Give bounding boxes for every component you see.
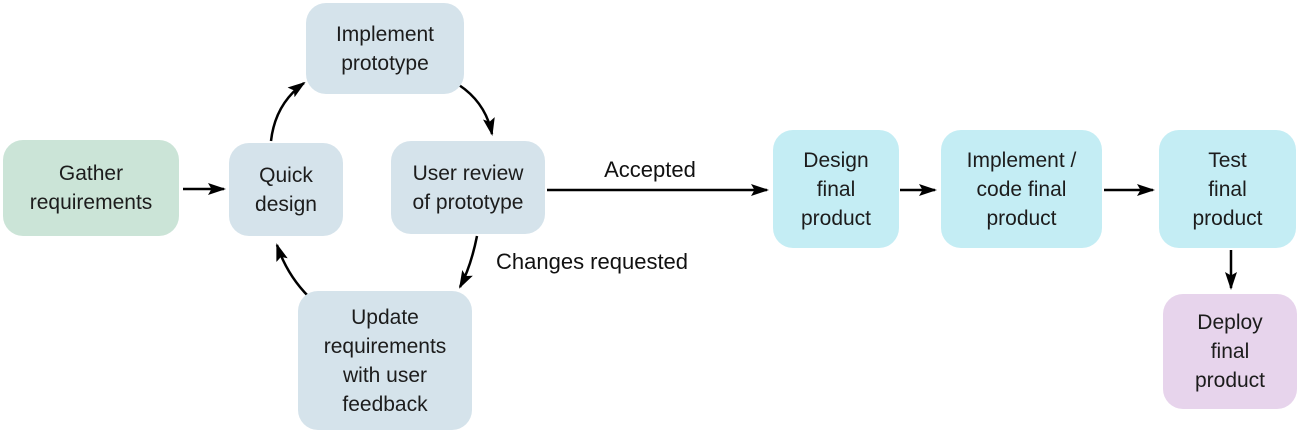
node-implement-prototype: Implement prototype — [306, 3, 464, 94]
node-quick-design: Quick design — [229, 143, 343, 236]
node-design-final-product: Design final product — [773, 130, 899, 248]
node-user-review-of-prototype: User review of prototype — [391, 141, 545, 234]
arrow-quick-design-to-implement-prototype — [269, 81, 306, 142]
node-implement-code-final-product: Implement / code final product — [941, 130, 1102, 248]
node-test-final-product: Test final product — [1159, 130, 1296, 248]
node-gather-requirements: Gather requirements — [3, 140, 179, 236]
node-update-requirements-with-user-feedback: Update requirements with user feedback — [298, 291, 472, 430]
arrow-update-requirements-to-quick-design — [275, 243, 310, 298]
arrow-implement-prototype-to-user-review — [458, 83, 495, 136]
node-deploy-final-product: Deploy final product — [1163, 294, 1297, 409]
edge-label-changes-requested: Changes requested — [496, 249, 689, 274]
arrow-user-review-to-update-requirements — [458, 235, 479, 289]
edge-label-accepted: Accepted — [604, 157, 696, 182]
